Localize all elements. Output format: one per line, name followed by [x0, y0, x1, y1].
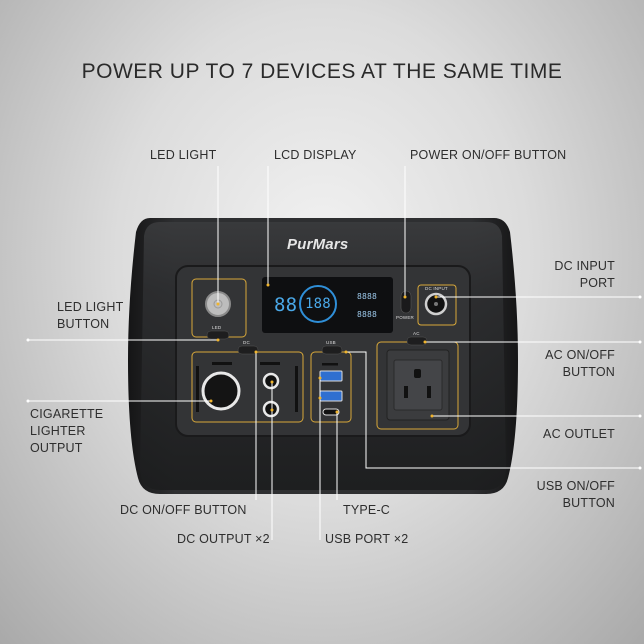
usb-button [321, 345, 343, 355]
label-type-c: TYPE-C [343, 503, 391, 517]
label-led-light-button: LED LIGHT BUTTON [57, 299, 123, 333]
label-line: USB ON/OFF [536, 479, 615, 493]
marking-power: POWER [396, 315, 415, 320]
marking-usb: USB [326, 340, 336, 345]
callout-lines [28, 166, 640, 540]
headline: POWER UP TO 7 DEVICES AT THE SAME TIME [81, 60, 563, 83]
dc-button [237, 345, 259, 355]
label-usb-button: USB ON/OFF BUTTON [537, 478, 615, 512]
label-dc-button: DC ON/OFF BUTTON [120, 503, 247, 517]
label-line: CIGARETTE [30, 407, 104, 421]
marking-dc: DC [243, 340, 250, 345]
marking-led: LED [212, 325, 222, 330]
lcd-display [262, 277, 393, 333]
label-line: BUTTON [562, 365, 615, 379]
label-line: AC ON/OFF [545, 348, 615, 362]
label-ac-outlet: AC OUTLET [543, 427, 615, 441]
label-line: DC INPUT [554, 259, 615, 273]
usb-port-1 [319, 370, 343, 382]
label-lcd-display: LCD DISPLAY [274, 148, 357, 162]
lcd-input: 8888 [357, 292, 378, 301]
label-led-light: LED LIGHT [150, 148, 217, 162]
label-line: OUTPUT [30, 441, 83, 455]
led-button [206, 330, 230, 340]
lcd-left-digits: 88 [274, 294, 298, 316]
label-ac-button: AC ON/OFF BUTTON [545, 347, 615, 381]
type-c-port [322, 408, 340, 416]
lcd-output: 8888 [357, 310, 378, 319]
label-line: LED LIGHT [57, 300, 124, 314]
ac-button [406, 336, 428, 346]
usb-port-2 [319, 390, 343, 402]
marking-dc-input: DC INPUT [425, 286, 448, 291]
label-line: BUTTON [562, 496, 615, 510]
label-dc-output: DC OUTPUT ×2 [177, 532, 270, 546]
label-line: BUTTON [57, 317, 110, 331]
brand-logo: PurMars [287, 236, 349, 253]
power-button [400, 290, 412, 314]
marking-ac: AC [413, 331, 420, 336]
label-dc-input-port: DC INPUT PORT [554, 258, 615, 292]
label-usb-port: USB PORT ×2 [325, 532, 409, 546]
label-line: LIGHTER [30, 424, 86, 438]
lcd-percent: 188 [305, 296, 331, 312]
label-cigarette-lighter: CIGARETTE LIGHTER OUTPUT [30, 406, 103, 457]
label-power-button: POWER ON/OFF BUTTON [410, 148, 567, 162]
cigarette-lighter-socket [201, 371, 241, 411]
label-line: PORT [579, 276, 615, 290]
